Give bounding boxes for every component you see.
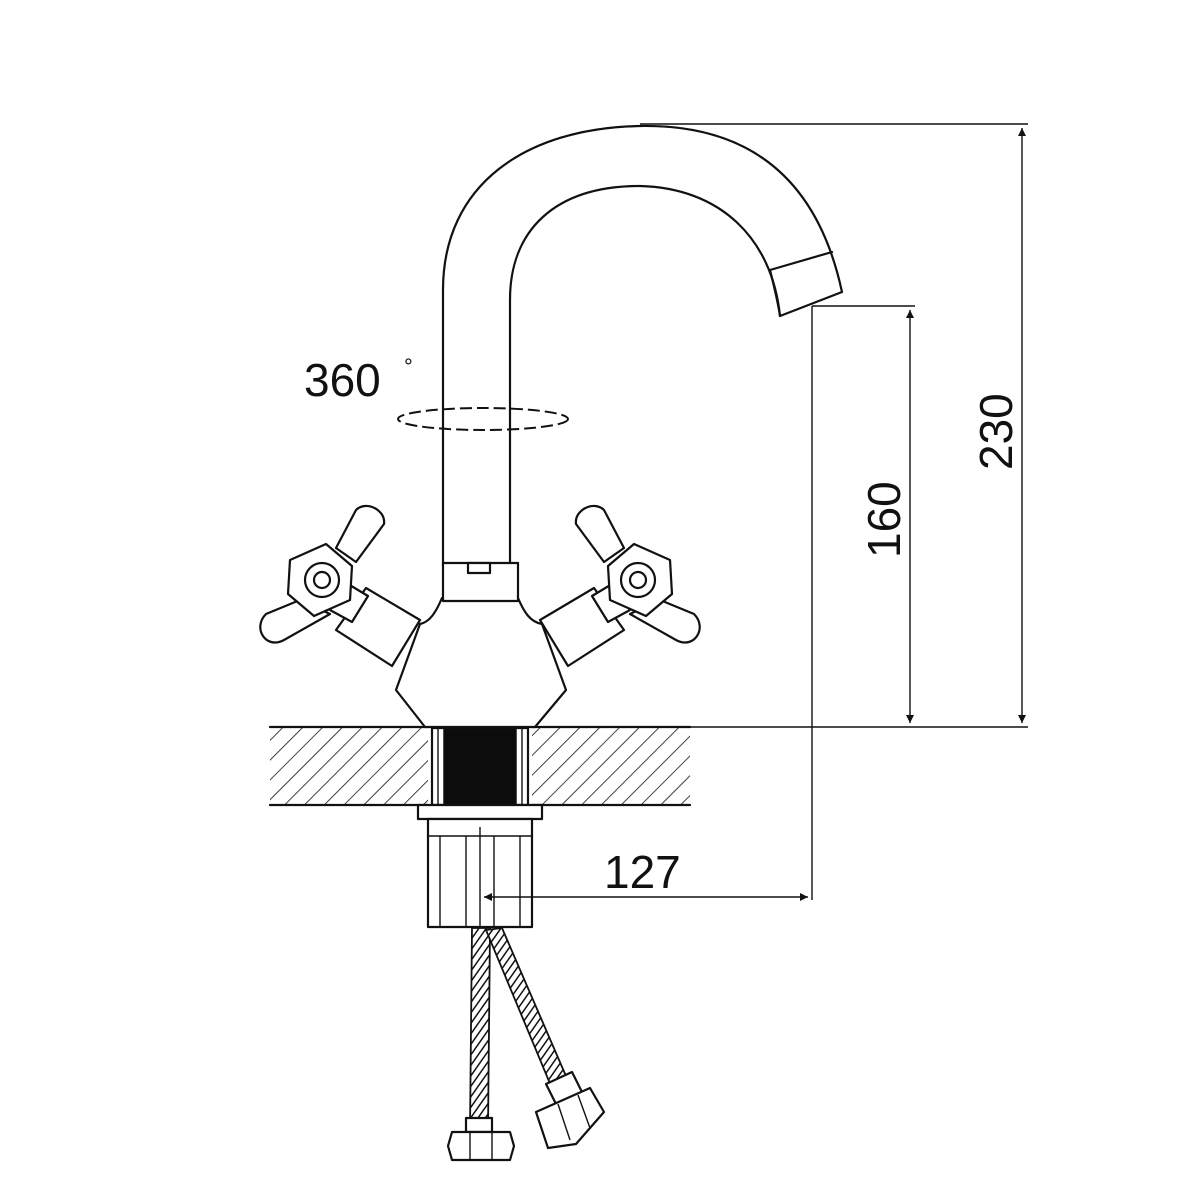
- faucet-body: [394, 561, 568, 729]
- degree-mark: °: [404, 354, 413, 379]
- dimension-spout-reach: 127: [484, 846, 808, 901]
- total-height-label: 230: [970, 393, 1022, 470]
- rotation-label: 360: [304, 354, 381, 406]
- mounting-shank: [430, 726, 530, 807]
- extension-lines: [640, 123, 1028, 900]
- left-valve: [259, 504, 422, 668]
- dimension-total-height: 230: [970, 128, 1026, 723]
- mounting-nut: [416, 803, 544, 930]
- spout-reach-label: 127: [604, 846, 681, 898]
- supply-hose-right: [484, 927, 606, 1150]
- right-valve: [538, 504, 701, 668]
- dimension-spout-height: 160: [858, 310, 914, 723]
- supply-hose-left: [446, 927, 516, 1162]
- spout: [441, 124, 844, 568]
- spout-height-label: 160: [858, 481, 910, 558]
- rotation-indicator: 360 °: [304, 354, 569, 431]
